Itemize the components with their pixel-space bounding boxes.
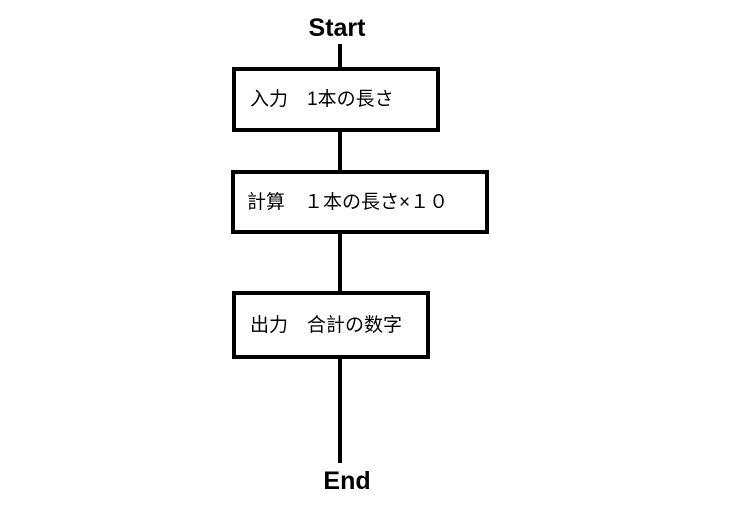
process-box-output-label: 出力 合計の数字: [250, 314, 403, 336]
process-box-calc-label: 計算 １本の長さ×１０: [247, 191, 449, 213]
process-box-calc: 計算 １本の長さ×１０: [231, 170, 489, 234]
process-box-output: 出力 合計の数字: [232, 291, 430, 359]
start-label: Start: [308, 14, 366, 42]
process-box-input-label: 入力 1本の長さ: [250, 89, 394, 110]
connector-calc-to-output: [338, 230, 342, 294]
process-box-input: 入力 1本の長さ: [232, 67, 440, 132]
end-label: End: [323, 467, 371, 495]
connector-start-to-input: [338, 44, 342, 70]
connector-input-to-calc: [338, 128, 342, 174]
connector-output-to-end: [338, 355, 342, 463]
